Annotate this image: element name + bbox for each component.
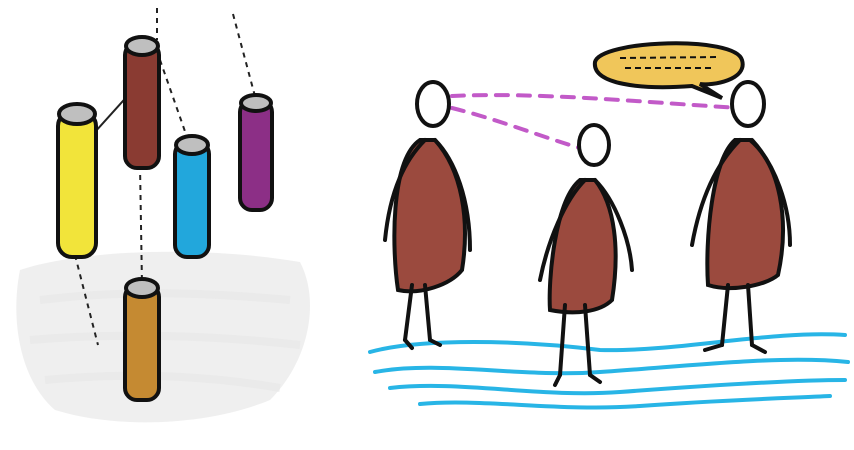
speech-bubble xyxy=(595,43,743,98)
cylinder-blue xyxy=(175,136,209,257)
figure-left xyxy=(385,82,470,348)
figure-right xyxy=(692,82,790,352)
cylinder-purple xyxy=(240,95,272,210)
right-panel xyxy=(370,43,848,407)
cylinder-maroon xyxy=(125,37,159,168)
cylinder-orange xyxy=(125,279,159,400)
cylinder-yellow xyxy=(58,104,96,257)
left-panel xyxy=(16,8,310,422)
